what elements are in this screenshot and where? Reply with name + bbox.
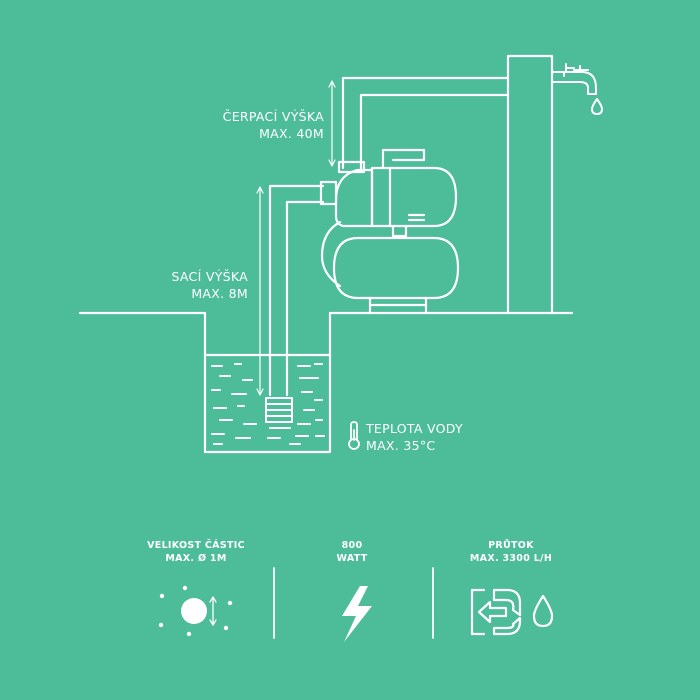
spec-power-unit: WATT [336, 553, 368, 564]
delivery-pipe [341, 76, 510, 170]
thermometer-icon [348, 421, 360, 450]
suction-pipe [268, 184, 325, 397]
spec-flow-rate-title: PRŮTOK [488, 540, 534, 551]
pump-head-value: MAX. 40M [259, 126, 324, 141]
water-temp-value: MAX. 35°C [366, 438, 436, 453]
ground-line [78, 311, 574, 347]
pump-body [334, 148, 458, 228]
water-temp-label: TEPLOTA VODY MAX. 35°C [366, 420, 463, 454]
well-pit [203, 343, 332, 454]
particle-size-icon [158, 585, 233, 637]
spec-power-value: 800 [341, 540, 363, 551]
water-drop-icon [532, 594, 554, 628]
spec-particle-size-title: VELIKOST ČÁSTIC [147, 540, 245, 551]
standpipe-column [506, 54, 554, 315]
suction-height-title: SACÍ VÝŠKA [171, 269, 248, 284]
spec-flow-rate: PRŮTOK MAX. 3300 L/H [470, 539, 552, 565]
suction-height-arrow [256, 186, 264, 396]
faucet-icon [551, 63, 603, 115]
spec-particle-size: VELIKOST ČÁSTIC MAX. Ø 1M [147, 539, 245, 565]
water-temp-title: TEPLOTA VODY [366, 421, 463, 436]
lightning-bolt-icon [342, 586, 372, 642]
spec-power: 800 WATT [336, 539, 367, 565]
flow-rate-icon [470, 588, 522, 636]
spec-particle-size-value: MAX. Ø 1M [165, 553, 227, 564]
foot-valve-icon [265, 397, 293, 429]
pump-head-arrow [328, 80, 336, 167]
pump-head-label: ČERPACÍ VÝŠKA MAX. 40M [223, 108, 324, 142]
pump-head-title: ČERPACÍ VÝŠKA [222, 109, 324, 124]
suction-height-value: MAX. 8M [191, 286, 248, 301]
pressure-tank [320, 220, 460, 315]
suction-height-label: SACÍ VÝŠKA MAX. 8M [171, 268, 248, 302]
spec-flow-rate-value: MAX. 3300 L/H [469, 553, 553, 564]
water-dashes [211, 363, 325, 445]
